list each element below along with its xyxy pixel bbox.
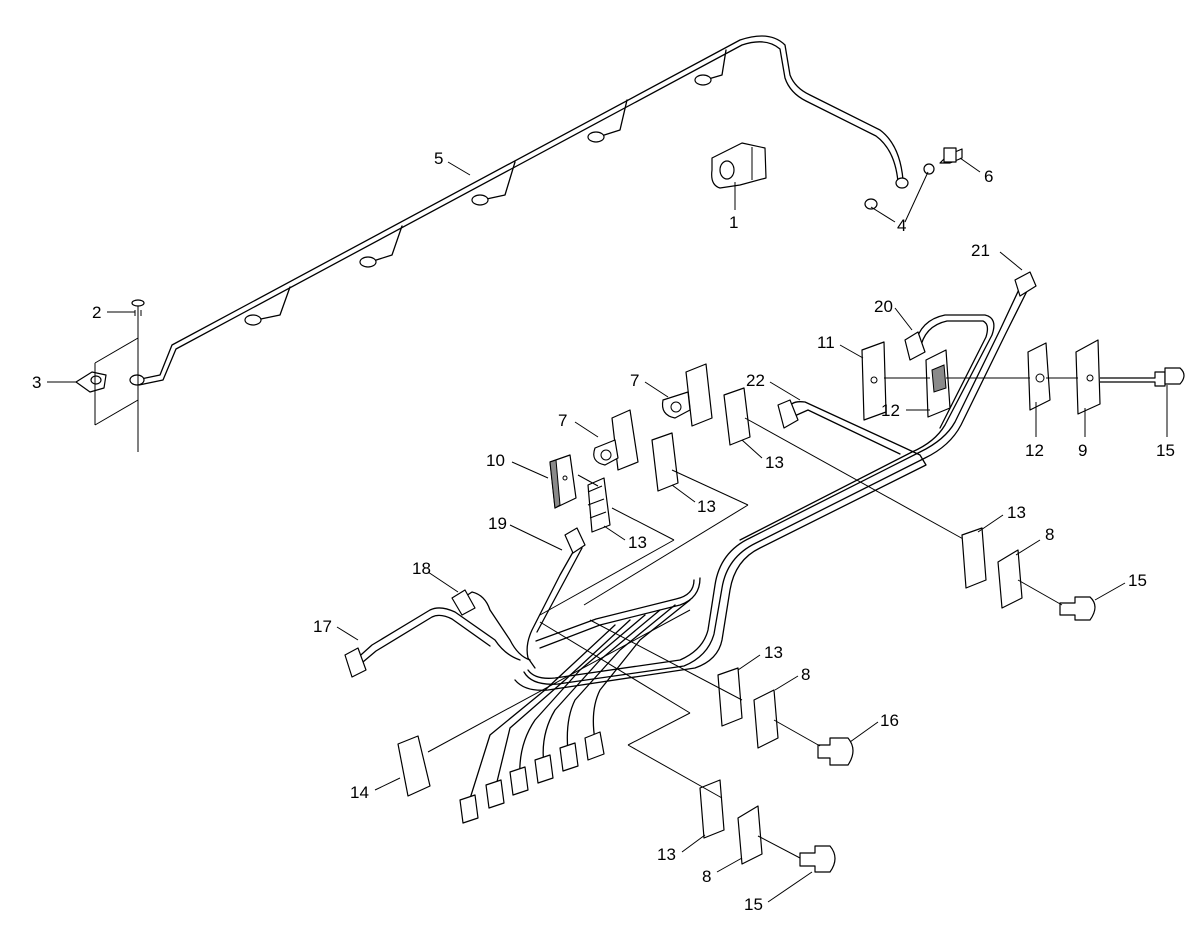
callout-13b: 13 [697,497,716,516]
callout-4: 4 [897,216,906,235]
callout-9: 9 [1078,441,1087,460]
clamp-assembly-right [861,339,1185,421]
callout-15c: 15 [744,895,763,914]
clamp-assembly-lower [397,527,1096,873]
callout-19: 19 [488,514,507,533]
callout-13c: 13 [628,533,647,552]
callout-7b: 7 [558,411,567,430]
callout-13a: 13 [765,453,784,472]
callout-6: 6 [984,167,993,186]
clamp-assembly-upper [539,363,966,616]
callout-8a: 8 [1045,525,1054,544]
callout-21: 21 [971,241,990,260]
callout-7a: 7 [630,371,639,390]
callout-13e: 13 [764,643,783,662]
callout-1: 1 [729,213,738,232]
callout-2: 2 [92,303,101,322]
callout-17: 17 [313,617,332,636]
callout-10: 10 [486,451,505,470]
injection-pipe-bundle [344,271,1037,824]
leak-off-pipe [129,35,909,386]
callout-13d: 13 [1007,503,1026,522]
callout-16: 16 [880,711,899,730]
callout-12a: 12 [881,401,900,420]
callout-5: 5 [434,149,443,168]
callout-13f: 13 [657,845,676,864]
callout-8b: 8 [801,665,810,684]
callout-11: 11 [817,333,835,352]
callout-8c: 8 [702,867,711,886]
callout-15b: 15 [1128,571,1147,590]
clip-parts-2-3 [75,299,145,452]
callout-12b: 12 [1025,441,1044,460]
bracket-part-1 [711,142,767,189]
callout-labels: 1 2 3 4 5 6 7 7 8 8 8 9 10 11 12 12 13 1… [32,149,1175,914]
callout-20: 20 [874,297,893,316]
banjo-bolt-parts [864,147,963,210]
callout-14: 14 [350,783,369,802]
callout-15a: 15 [1156,441,1175,460]
callout-22: 22 [746,371,765,390]
callout-18: 18 [412,559,431,578]
leader-lines [47,157,1168,903]
callout-3: 3 [32,373,41,392]
